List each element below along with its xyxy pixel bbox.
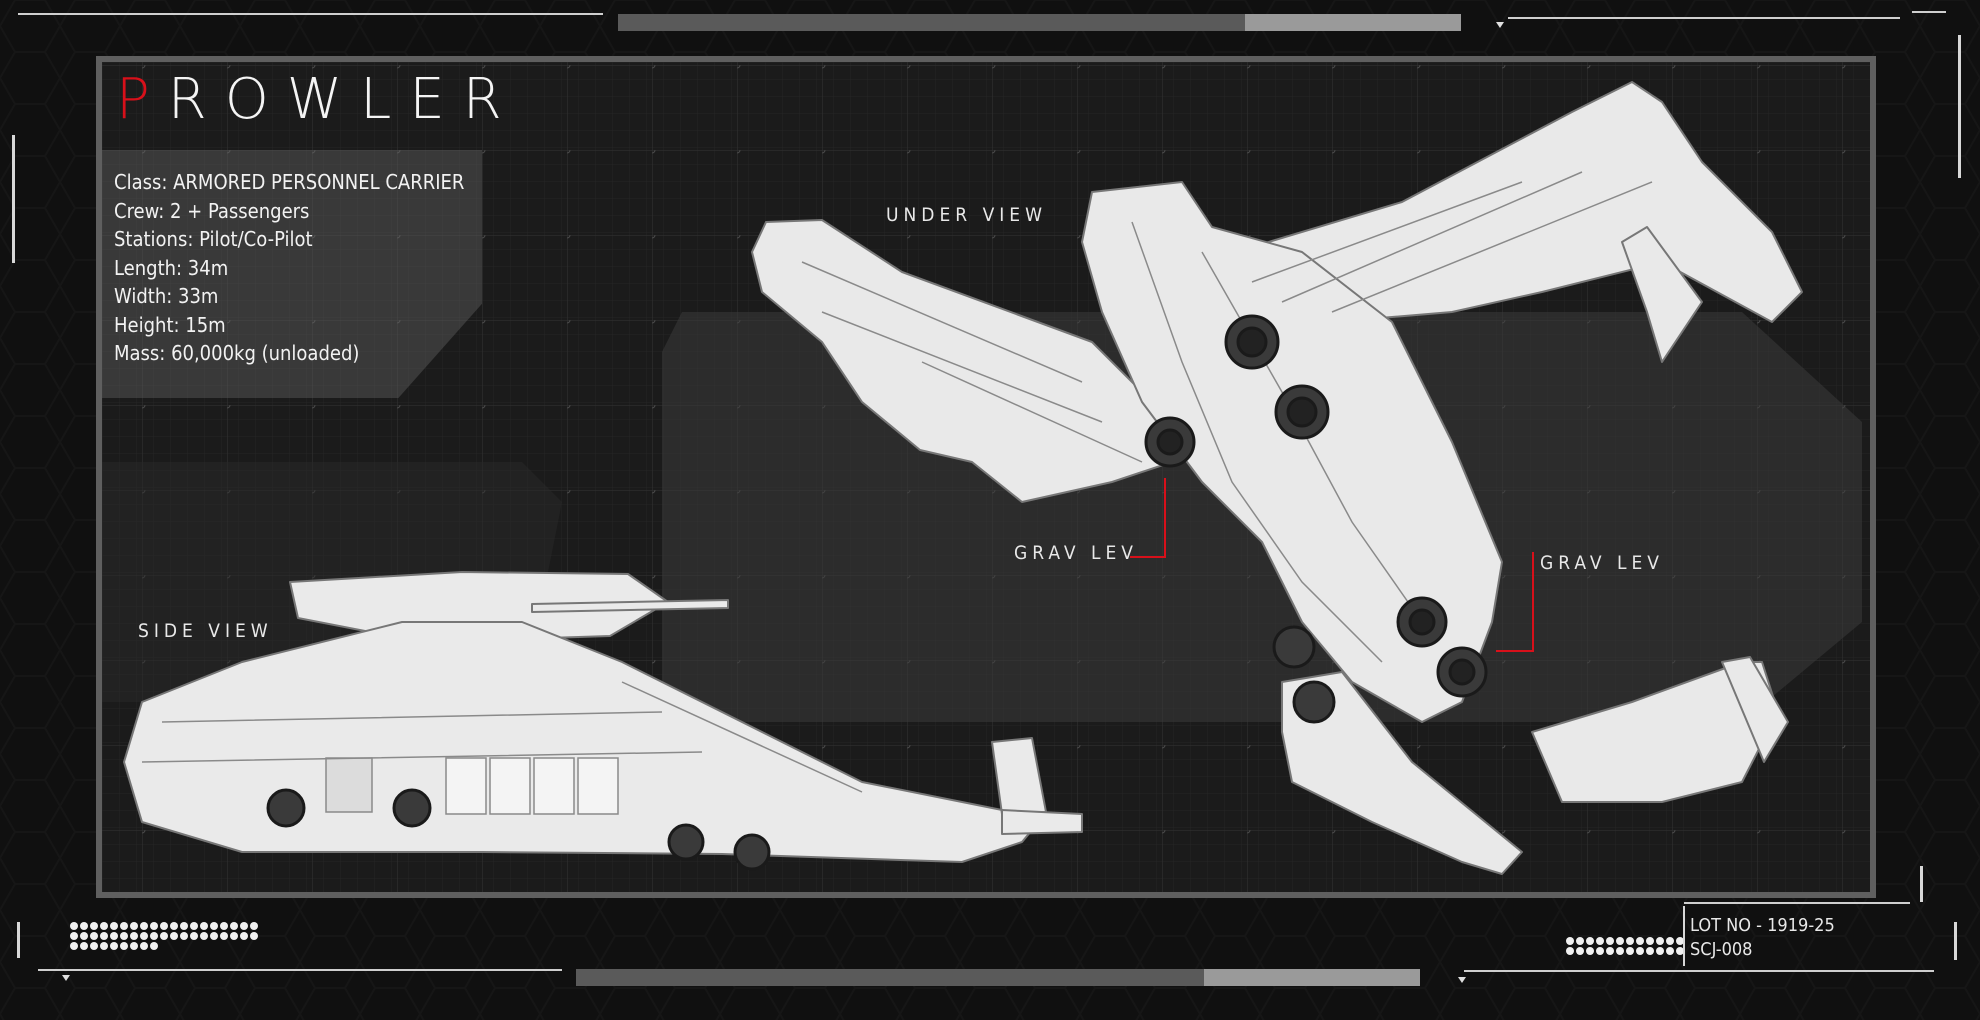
spec-list: Class: ARMORED PERSONNEL CARRIER Crew: 2… bbox=[114, 168, 464, 368]
grav-lev-right-callout-vertical bbox=[1532, 552, 1534, 650]
top-left-line bbox=[18, 13, 603, 15]
spec-crew: Crew: 2 + Passengers bbox=[114, 198, 310, 223]
grav-lev-label-left: GRAV LEV bbox=[1014, 542, 1138, 564]
grav-lev-left-callout-horizontal bbox=[1130, 556, 1166, 558]
bottom-progress-bar bbox=[576, 969, 1420, 986]
grav-lev-label-right: GRAV LEV bbox=[1540, 552, 1664, 574]
lot-number: LOT NO - 1919-25 SCJ-008 bbox=[1690, 914, 1835, 962]
top-right-line bbox=[1508, 17, 1900, 19]
ship-side-view-illustration bbox=[123, 571, 1083, 871]
left-edge-mark bbox=[12, 135, 15, 263]
spec-height: Height: 15m bbox=[114, 312, 226, 337]
blueprint-panel: PROWLER Class: ARMORED PERSONNEL CARRIER… bbox=[96, 56, 1876, 898]
lot-top-line bbox=[1684, 902, 1910, 904]
spec-stations: Stations: Pilot/Co-Pilot bbox=[114, 227, 313, 251]
lot-line-1: LOT NO - 1919-25 bbox=[1690, 915, 1835, 936]
top-progress-bar bbox=[618, 14, 1461, 31]
grav-lev-right-callout-horizontal bbox=[1496, 650, 1534, 652]
top-right-tick bbox=[1912, 11, 1946, 13]
lot-line-2: SCJ-008 bbox=[1690, 939, 1753, 960]
bottom-right-edge-mark bbox=[1920, 866, 1923, 902]
under-view-label: UNDER VIEW bbox=[886, 204, 1047, 226]
spec-mass: Mass: 60,000kg (unloaded) bbox=[114, 341, 360, 365]
bottom-left-marker-triangle bbox=[62, 975, 70, 981]
bottom-right-dot-matrix bbox=[1566, 937, 1684, 955]
bottom-left-dot-matrix bbox=[70, 922, 258, 950]
bottom-right-marker-triangle bbox=[1458, 977, 1466, 983]
spec-length: Length: 34m bbox=[114, 255, 229, 280]
ship-under-view-illustration bbox=[751, 81, 1803, 875]
bottom-right-edge-mark-2 bbox=[1954, 922, 1957, 960]
side-view-label: SIDE VIEW bbox=[138, 620, 273, 642]
spec-class: Class: ARMORED PERSONNEL CARRIER bbox=[114, 170, 465, 194]
grav-lev-left-callout-vertical bbox=[1164, 478, 1166, 558]
specs-box bbox=[102, 150, 482, 398]
lot-left-bracket bbox=[1683, 906, 1685, 966]
bottom-left-edge-mark bbox=[17, 922, 20, 958]
bottom-right-line bbox=[1464, 970, 1934, 972]
page-title: PROWLER bbox=[116, 67, 520, 132]
top-marker-triangle bbox=[1496, 22, 1504, 28]
right-edge-mark bbox=[1958, 35, 1961, 178]
spec-width: Width: 33m bbox=[114, 284, 219, 308]
bottom-left-line bbox=[38, 969, 562, 971]
